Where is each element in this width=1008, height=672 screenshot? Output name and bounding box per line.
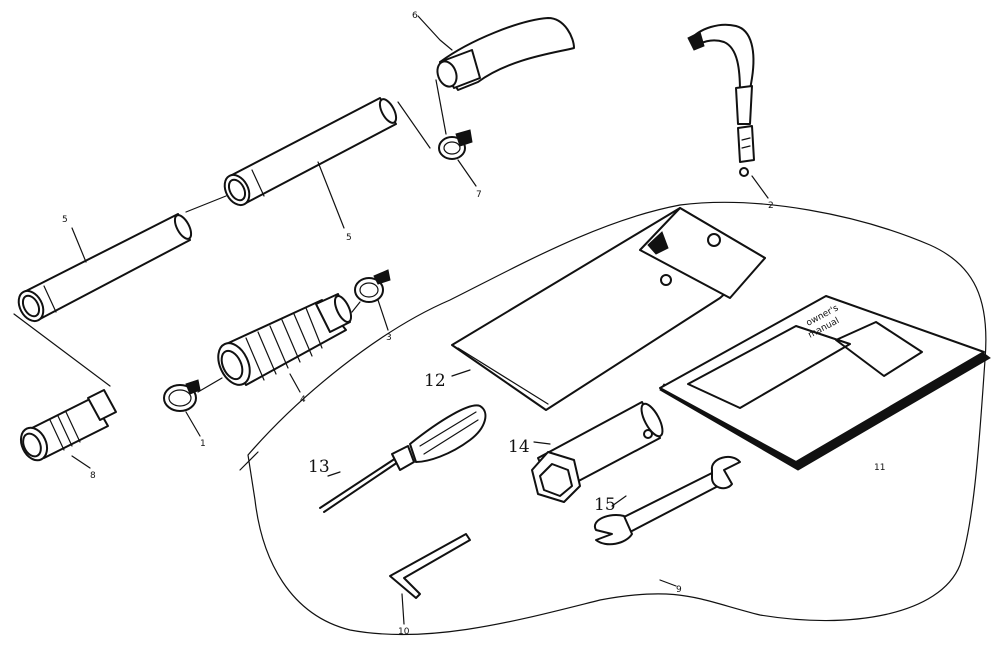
callout-2: 2 bbox=[768, 201, 774, 211]
part-12-tool-pouch bbox=[451, 207, 766, 411]
part-8-nozzle bbox=[19, 389, 117, 462]
callout-13: 13 bbox=[308, 457, 330, 477]
callout-5-right: 5 bbox=[346, 233, 352, 243]
callout-7: 7 bbox=[476, 190, 482, 200]
callout-4: 4 bbox=[300, 395, 306, 405]
part-5-tube-right bbox=[223, 97, 398, 207]
callout-11: 11 bbox=[874, 463, 885, 473]
callout-15: 15 bbox=[594, 495, 616, 515]
part-5-tube-left bbox=[17, 213, 193, 323]
part-1-clamp bbox=[163, 379, 201, 412]
part-2-shoulder-strap bbox=[687, 23, 755, 177]
callout-9: 9 bbox=[676, 585, 682, 595]
part-11-owners-manual: owner's manual bbox=[659, 295, 991, 471]
part-14-socket-wrench bbox=[531, 401, 664, 503]
part-15-wrench bbox=[593, 455, 741, 546]
callout-10: 10 bbox=[398, 627, 410, 637]
leader-lines bbox=[13, 15, 769, 625]
callout-3: 3 bbox=[386, 333, 392, 343]
callout-6: 6 bbox=[412, 11, 418, 21]
part-3-clamp bbox=[354, 269, 391, 303]
part-13-screwdriver bbox=[319, 404, 487, 513]
callout-8: 8 bbox=[90, 471, 96, 481]
callout-1: 1 bbox=[200, 439, 206, 449]
callout-12: 12 bbox=[424, 371, 446, 391]
part-7-clamp bbox=[438, 129, 473, 160]
part-4-flex-hose bbox=[217, 293, 353, 386]
callout-14: 14 bbox=[508, 437, 530, 457]
part-10-hex-key bbox=[389, 533, 471, 599]
tool-kit-boundary bbox=[247, 201, 987, 636]
part-6-elbow-tube bbox=[436, 17, 575, 91]
boundary-tick bbox=[239, 451, 259, 471]
callout-5-left: 5 bbox=[62, 215, 68, 225]
